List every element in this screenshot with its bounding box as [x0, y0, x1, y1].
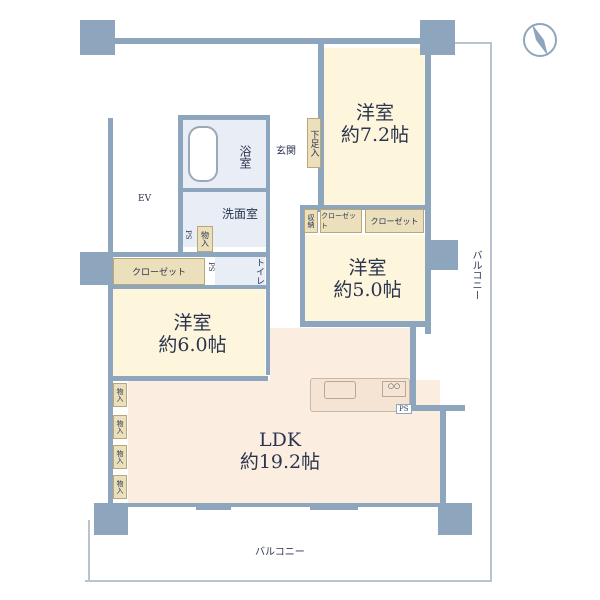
wall — [310, 503, 358, 510]
wall — [300, 205, 431, 210]
ldk-storage: 物入 — [113, 475, 127, 499]
wall — [128, 503, 440, 507]
balcony-label-right: バルコニー — [470, 250, 481, 300]
closet-left: クローゼット — [113, 258, 205, 285]
room-label-6-0: 洋室約6.0帖 — [145, 312, 240, 357]
wall — [182, 188, 266, 192]
wall — [425, 44, 431, 334]
wall — [80, 38, 455, 44]
column — [94, 503, 128, 535]
toilet-room — [215, 255, 265, 285]
ps-label: PS — [396, 404, 412, 414]
balcony-label-bottom: バルコニー — [255, 547, 305, 558]
ldk-storage: 物入 — [113, 445, 127, 469]
storage-small: 収納 — [304, 209, 318, 233]
balcony-rail-right — [490, 42, 492, 582]
bathtub-icon — [188, 126, 218, 182]
wall — [300, 321, 431, 327]
wall — [410, 327, 416, 407]
toilet-label: トイレ — [254, 258, 264, 285]
wall — [113, 376, 268, 381]
western-room-5-0 — [305, 235, 425, 321]
compass-icon — [518, 18, 562, 62]
closet-2: クローゼット — [365, 209, 424, 233]
washroom-label: 洗面室 — [222, 207, 259, 221]
room-size: 約19.2帖 — [239, 450, 321, 473]
column — [80, 20, 115, 55]
wall — [80, 252, 266, 257]
room-name: 洋室 — [173, 312, 212, 334]
bath-label: 浴室 — [238, 145, 252, 169]
room-size: 約6.0帖 — [158, 333, 227, 356]
column — [438, 503, 472, 535]
ldk-kitchen-area — [270, 328, 412, 383]
wall — [318, 44, 324, 212]
western-room-7-2 — [322, 48, 425, 208]
stove-icon: ○○ — [382, 381, 406, 397]
wall — [300, 205, 305, 325]
ldk-storage: 物入 — [113, 415, 127, 439]
western-room-6-0 — [113, 288, 265, 378]
wall — [178, 115, 183, 255]
washroom — [182, 192, 266, 247]
ps-label: PS — [184, 230, 192, 240]
wall — [196, 503, 231, 510]
closet-1: クローゼット — [320, 209, 362, 233]
room-name: 洋室 — [355, 102, 394, 124]
wall — [266, 115, 270, 375]
wall — [178, 115, 270, 120]
balcony-rail-bottom — [85, 580, 492, 582]
room-name: 洋室 — [348, 257, 387, 279]
room-size: 約7.2帖 — [340, 123, 410, 146]
ps-label: PS — [207, 262, 215, 272]
wall — [108, 118, 113, 518]
wall — [113, 285, 266, 289]
storage-wash: 物入 — [197, 226, 213, 252]
room-name: LDK — [258, 429, 302, 451]
balcony-rail-left — [88, 520, 90, 582]
room-label-7-2: 洋室約7.2帖 — [330, 102, 420, 147]
shoe-cabinet: 下足入 — [307, 118, 321, 168]
entrance-label: 玄関 — [276, 146, 296, 157]
room-label-5-0: 洋室約5.0帖 — [320, 257, 415, 302]
ldk-storage: 物入 — [113, 383, 127, 407]
sink-icon — [324, 381, 356, 399]
room-size: 約5.0帖 — [333, 278, 402, 301]
balcony-rail-top — [455, 42, 492, 44]
wall — [440, 405, 446, 505]
ev-label: EV — [138, 194, 152, 204]
column — [430, 240, 458, 270]
wall — [410, 405, 465, 411]
column — [80, 255, 110, 285]
